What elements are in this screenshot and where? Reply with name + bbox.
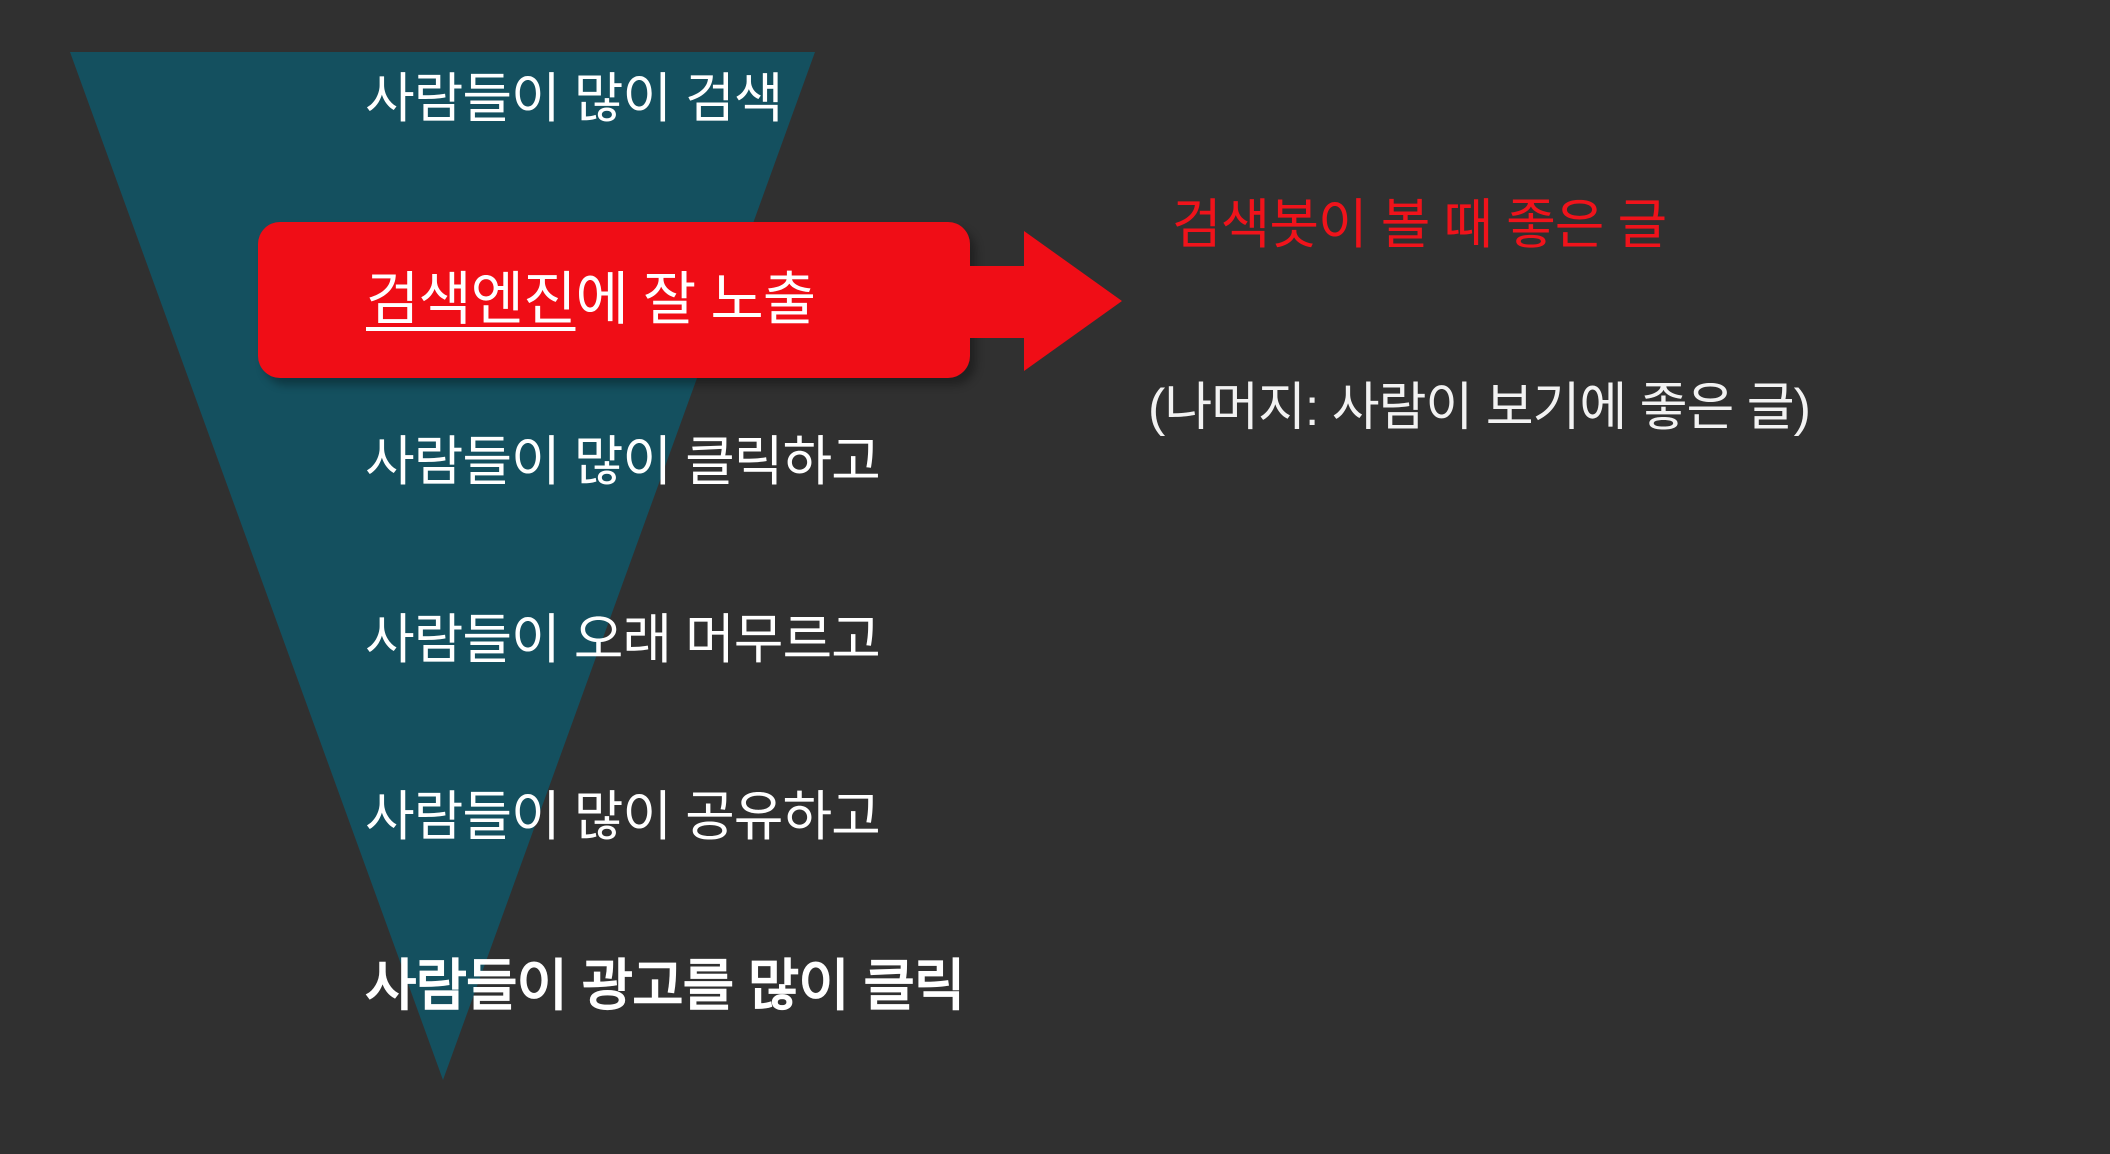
callout-underlined-part: 검색엔진 [366, 267, 576, 332]
callout-label: 검색엔진에 잘 노출 [366, 271, 816, 329]
funnel-stage-label-1: 사람들이 많이 검색 [365, 69, 783, 129]
note-bot-friendly: 검색봇이 볼 때 좋은 글 [1172, 195, 1667, 255]
funnel-stage-label-5: 사람들이 광고를 많이 클릭 [365, 954, 965, 1017]
callout-rest-part: 에 잘 노출 [575, 267, 816, 332]
funnel-stage-label-3: 사람들이 오래 머무르고 [365, 610, 881, 670]
funnel-stage-label-2: 사람들이 많이 클릭하고 [365, 432, 881, 492]
search-exposure-callout[interactable]: 검색엔진에 잘 노출 [258, 222, 970, 378]
funnel-stage-label-4: 사람들이 많이 공유하고 [365, 787, 881, 847]
note-human-friendly: (나머지: 사람이 보기에 좋은 글) [1148, 379, 1811, 437]
